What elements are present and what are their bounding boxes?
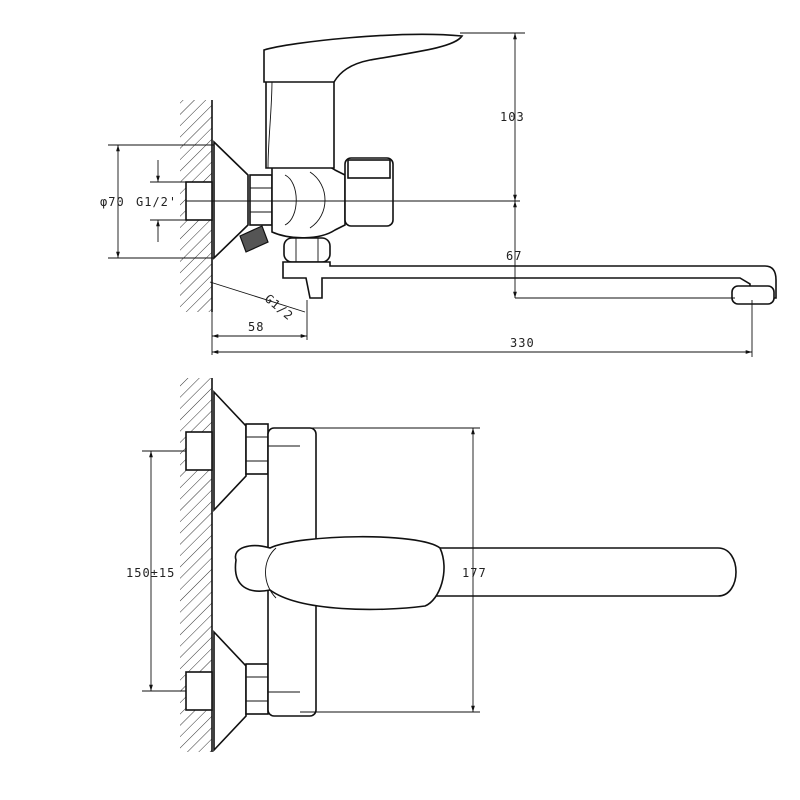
cartridge-housing [265, 79, 335, 169]
dim-center-distance: 150±15 [126, 566, 175, 580]
top-view: 150±15 177 [126, 378, 737, 753]
dim-wall-offset: 58 [248, 320, 264, 334]
dim-spout-drop: 67 [506, 249, 522, 263]
lever-handle-top [234, 535, 445, 611]
upper-flange [213, 389, 247, 513]
dim-height: 103 [500, 110, 525, 124]
lower-nut [245, 663, 269, 715]
lower-flange [213, 629, 247, 753]
dim-spout-length: 177 [462, 566, 487, 580]
dim-flange-dia: φ70 [100, 195, 125, 209]
dim-total-reach: 330 [510, 336, 535, 350]
side-view: 103 67 φ70 G1/2' G1/2 58 330 [100, 32, 777, 357]
spout [282, 261, 777, 299]
dim-hose-thread: G1/2 [262, 291, 296, 323]
dim-inlet-thread: G1/2' [136, 195, 177, 209]
hose-outlet [239, 225, 269, 253]
lever-handle [263, 33, 464, 83]
upper-nut [245, 423, 269, 475]
mixer-body [271, 161, 346, 239]
connector-nut [249, 174, 273, 226]
wall-flange [213, 140, 249, 260]
